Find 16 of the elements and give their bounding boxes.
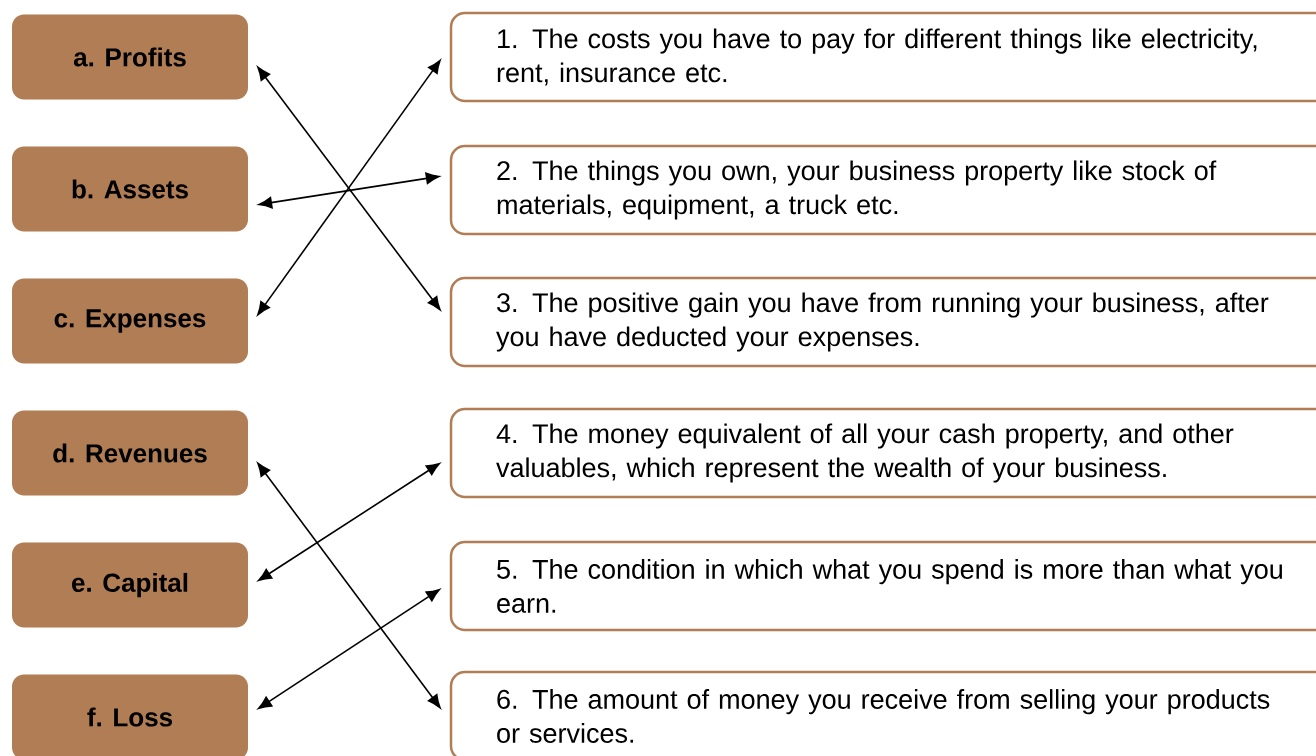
definition-box: 1. The costs you have to pay for different things like electricity, rent, insurance etc. (449, 11, 1316, 103)
term-box: d. Revenues (12, 410, 248, 496)
arrow (258, 172, 440, 209)
term-box: c. Expenses (12, 278, 248, 364)
definition-box: 3. The positive gain you have from running your business, after you have deducted your expenses. (449, 276, 1316, 368)
definition-box: 2. The things you own, your business property like stock of materials, equipment, a truck etc. (449, 144, 1316, 236)
arrow (257, 462, 441, 709)
definition-box: 4. The money equivalent of all your cash property, and other valuables, which represent the wealth of your business. (449, 407, 1316, 499)
definition-box: 5. The condition in which what you spend is more than what you earn. (449, 540, 1316, 632)
term-box: a. Profits (12, 14, 248, 100)
term-box: b. Assets (12, 146, 248, 232)
term-box: f. Loss (12, 674, 248, 756)
definition-box: 6. The amount of money you receive from selling your products or services. (449, 670, 1316, 756)
arrow (257, 462, 440, 582)
arrow (257, 588, 440, 710)
term-box: e. Capital (12, 542, 248, 628)
